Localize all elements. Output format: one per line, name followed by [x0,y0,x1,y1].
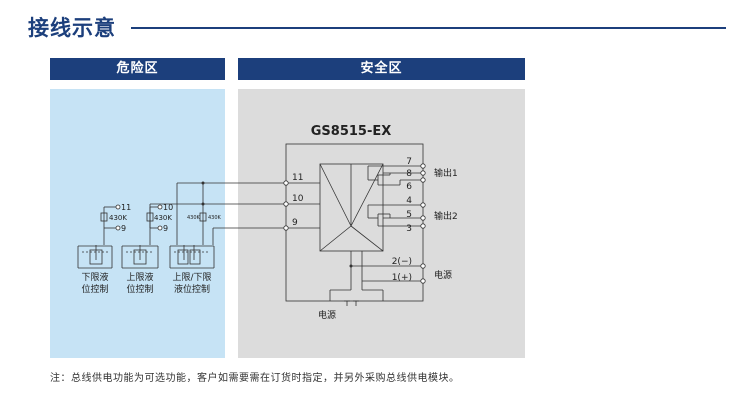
bus-power-label: 电源 [318,309,336,321]
sensor2-pin-9: 9 [163,224,168,233]
output1-label: 输出1 [434,167,458,179]
output2-label: 输出2 [434,210,458,222]
sensor2-caption-line2: 位控制 [126,283,153,295]
sensor2-caption-line1: 上限液 [126,271,153,283]
sensor3-resistor-a: 430K [187,215,201,221]
terminal-label-3: 3 [406,224,412,234]
terminal-label-6: 6 [406,182,412,192]
title-divider [131,27,726,29]
terminal-label-4: 4 [406,196,412,206]
isolation-symbol-right [350,163,384,227]
danger-zone-header: 危险区 [50,58,225,80]
terminal-label-9: 9 [292,218,298,228]
isolation-symbol-left [319,163,352,227]
terminal-label-7: 7 [406,157,412,167]
sensor3-caption-line1: 上限/下限 [172,272,211,283]
sensor3-resistor-b: 430K [208,215,222,221]
sensor2-pin-10: 10 [163,203,173,212]
sensor1-caption-line2: 位控制 [81,283,108,295]
terminal-label-2: 2(−) [392,257,412,267]
terminal-label-11: 11 [292,173,303,183]
sensor3-caption-line2: 液位控制 [174,283,210,295]
sensor1-resistor: 430K [109,214,127,222]
terminal-label-1: 1(+) [392,273,412,283]
page-title: 接线示意 [28,16,116,40]
terminal-label-8: 8 [406,169,412,179]
sensor1-pin-11: 11 [121,203,131,212]
terminal-label-5: 5 [406,210,412,220]
power-label: 电源 [434,269,452,281]
isolation-block [319,163,384,252]
sensor2-resistor: 430K [154,214,172,222]
danger-zone-panel [50,89,225,358]
device-model: GS8515-EX [311,124,392,139]
safe-zone-header: 安全区 [238,58,525,80]
sensor1-caption-line1: 下限液 [81,271,108,283]
sensor1-pin-9: 9 [121,224,126,233]
footnote: 注：总线供电功能为可选功能，客户如需要需在订货时指定，并另外采购总线供电模块。 [50,373,460,384]
terminal-label-10: 10 [292,194,304,204]
